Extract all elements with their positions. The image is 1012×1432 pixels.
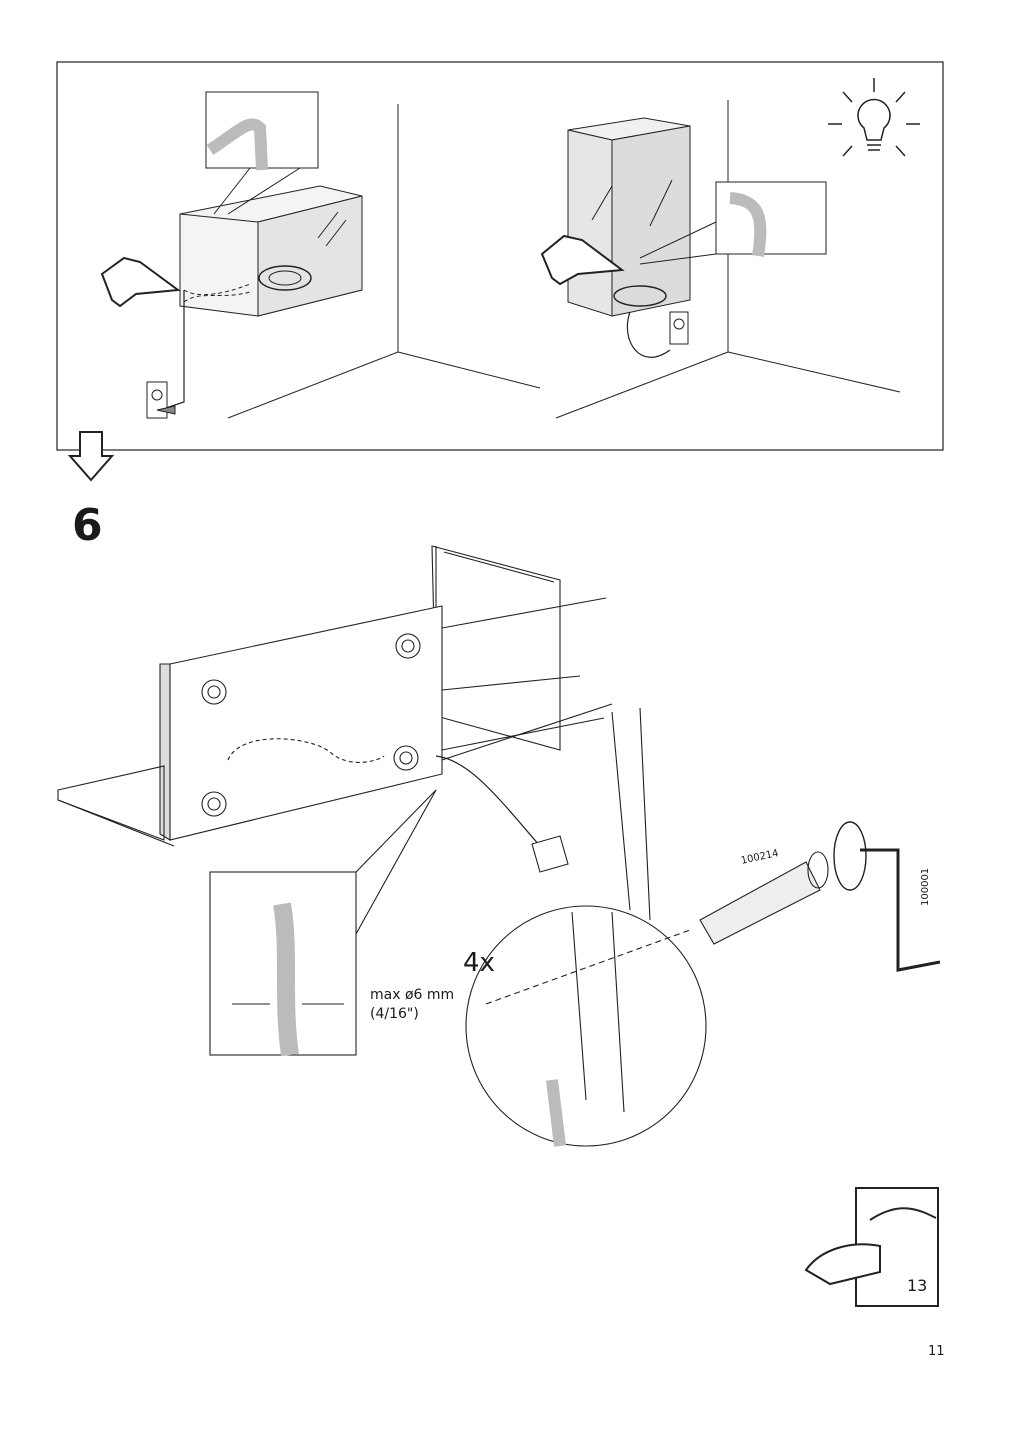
wall-mounted-cabinet-scene — [146, 91, 541, 419]
turn-page-number: 13 — [907, 1276, 928, 1295]
page-number: 11 — [928, 1344, 945, 1359]
light-bulb-icon — [828, 78, 920, 157]
cable-limit-imperial-label: (4/16") — [370, 1006, 419, 1022]
hand-point-icon — [100, 234, 625, 308]
turn-page-icon — [804, 1187, 939, 1307]
wrench-part-number: 100001 — [920, 867, 931, 906]
tip-frame — [56, 61, 944, 451]
next-step-arrow-icon — [67, 431, 115, 482]
cable-limit-label: max ø6 mm — [370, 987, 455, 1003]
quantity-multiplier: 4x — [463, 948, 495, 978]
panel-assembly — [57, 545, 941, 1147]
step-number: 6 — [72, 500, 103, 551]
